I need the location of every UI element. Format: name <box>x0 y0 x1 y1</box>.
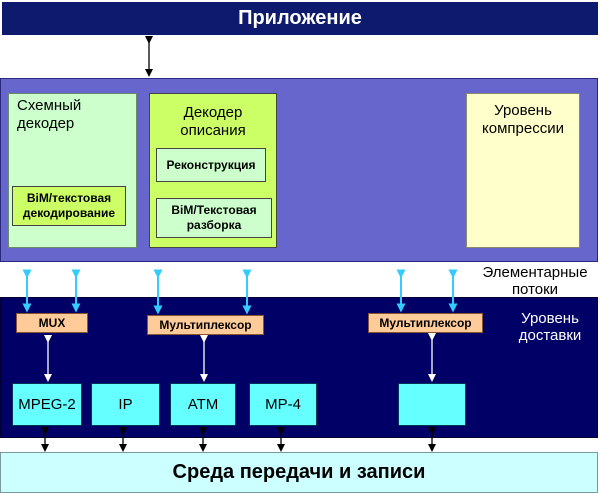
bim-decoding-box: BiM/текстовая декодирование <box>12 186 126 226</box>
delivery-level-label: Уровень доставки <box>518 310 582 344</box>
application-title: Приложение <box>238 7 362 29</box>
mux-box: MUX <box>16 313 88 333</box>
transport-mpeg2: MPEG-2 <box>12 383 82 426</box>
transport-atm-label: ATM <box>187 396 219 413</box>
transport-ip-label: IP <box>118 396 133 413</box>
description-decoder-label: Декодер описания <box>180 104 246 139</box>
multiplexer-box-1: Мультиплексор <box>147 315 264 335</box>
scheme-decoder-label: Схемный декодер <box>17 97 82 132</box>
elementary-streams-label: Элементарные потоки <box>482 264 588 298</box>
transport-unlabeled <box>398 383 466 426</box>
transport-ip: IP <box>91 383 160 426</box>
multiplexer-label-2: Мультиплексор <box>379 316 472 330</box>
mux-label: MUX <box>38 316 66 330</box>
multiplexer-label-1: Мультиплексор <box>159 318 252 332</box>
application-bar: Приложение <box>2 2 598 35</box>
medium-bar: Среда передачи и записи <box>0 452 598 493</box>
medium-title: Среда передачи и записи <box>172 461 426 483</box>
bim-decoding-label: BiM/текстовая декодирование <box>22 191 116 220</box>
bim-parsing-label: BiM/Текстовая разборка <box>171 203 257 232</box>
transport-mp4: MP-4 <box>249 383 317 426</box>
compression-level-label: Уровень компрессии <box>482 102 564 137</box>
multiplexer-box-2: Мультиплексор <box>368 313 483 333</box>
transport-atm: ATM <box>170 383 236 426</box>
bim-parsing-box: BiM/Текстовая разборка <box>156 198 272 238</box>
reconstruction-label: Реконструкция <box>166 157 256 172</box>
transport-mpeg2-label: MPEG-2 <box>18 396 76 413</box>
reconstruction-box: Реконструкция <box>156 148 266 182</box>
transport-mp4-label: MP-4 <box>265 396 301 413</box>
compression-level-box: Уровень компрессии <box>466 93 580 248</box>
